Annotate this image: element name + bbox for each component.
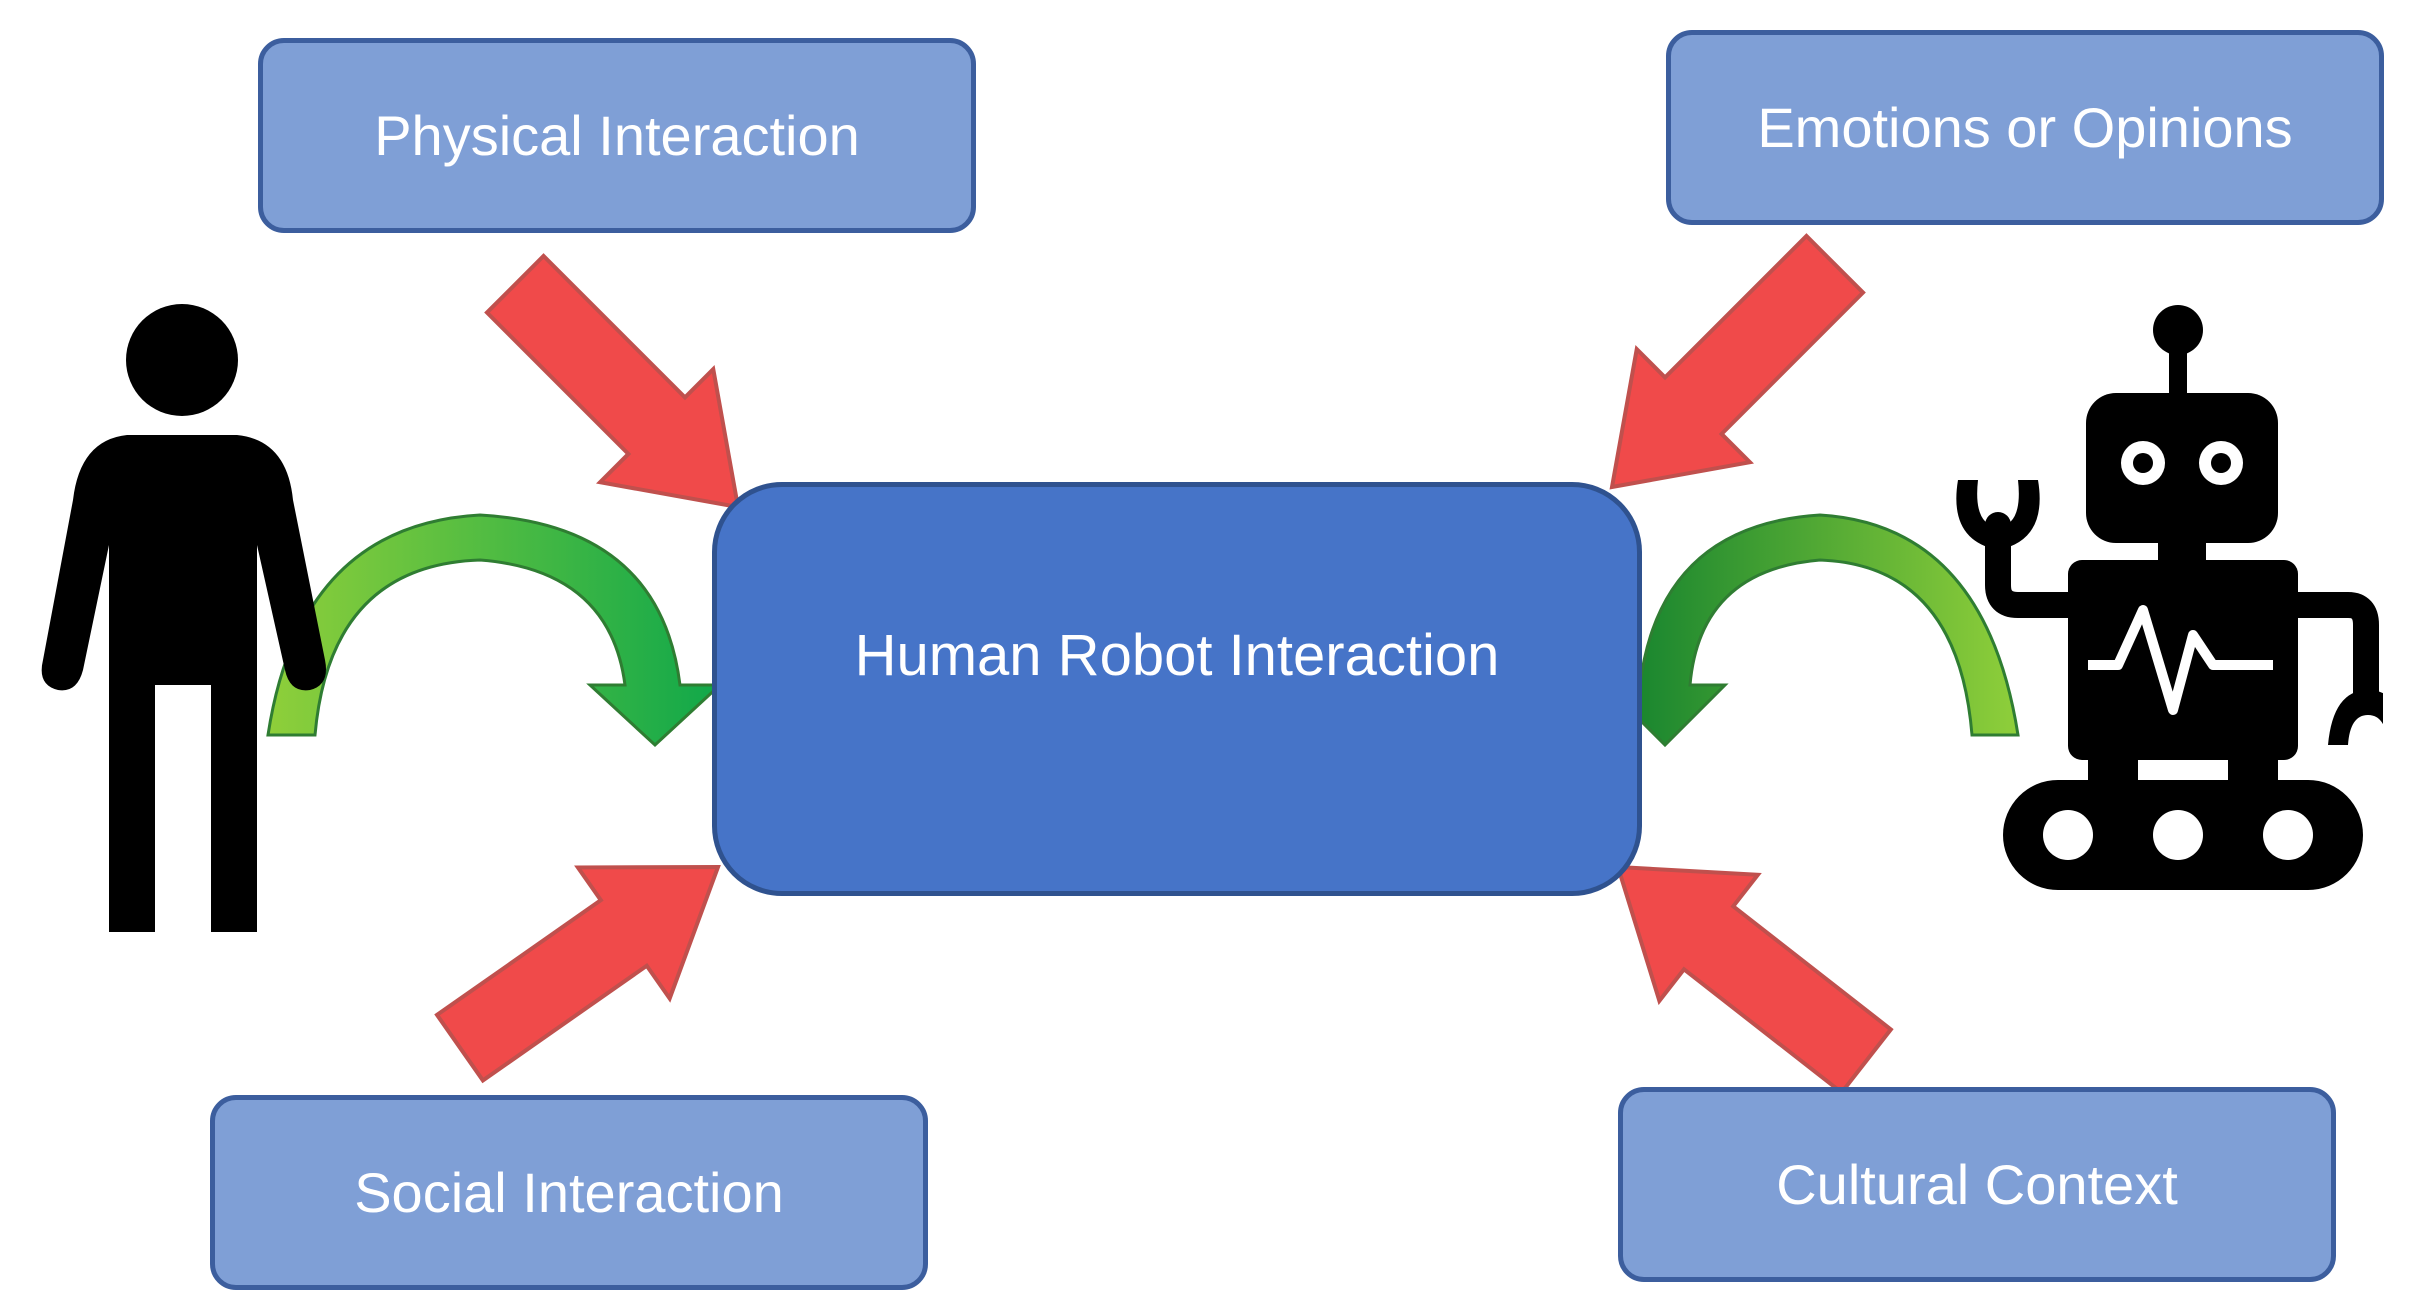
box-cultural-context: Cultural Context [1618, 1087, 2336, 1282]
arrow-physical-to-center [484, 253, 741, 510]
arrow-social-to-center [434, 864, 721, 1084]
label-social-interaction: Social Interaction [354, 1161, 784, 1224]
arrow-cultural-to-center [1615, 864, 1894, 1096]
box-human-robot-interaction: Human Robot Interaction [712, 482, 1642, 896]
person-icon [41, 304, 327, 932]
arrow-emotions-to-center [1609, 233, 1866, 490]
arrow-human-to-center [266, 513, 724, 748]
box-physical-interaction: Physical Interaction [258, 38, 976, 233]
box-emotions-or-opinions: Emotions or Opinions [1666, 30, 2384, 225]
box-social-interaction: Social Interaction [210, 1095, 928, 1290]
label-physical-interaction: Physical Interaction [374, 104, 860, 167]
label-human-robot-interaction: Human Robot Interaction [854, 623, 1500, 688]
label-emotions-or-opinions: Emotions or Opinions [1757, 96, 2293, 159]
label-cultural-context: Cultural Context [1776, 1153, 2178, 1216]
robot-icon [1956, 305, 2383, 890]
